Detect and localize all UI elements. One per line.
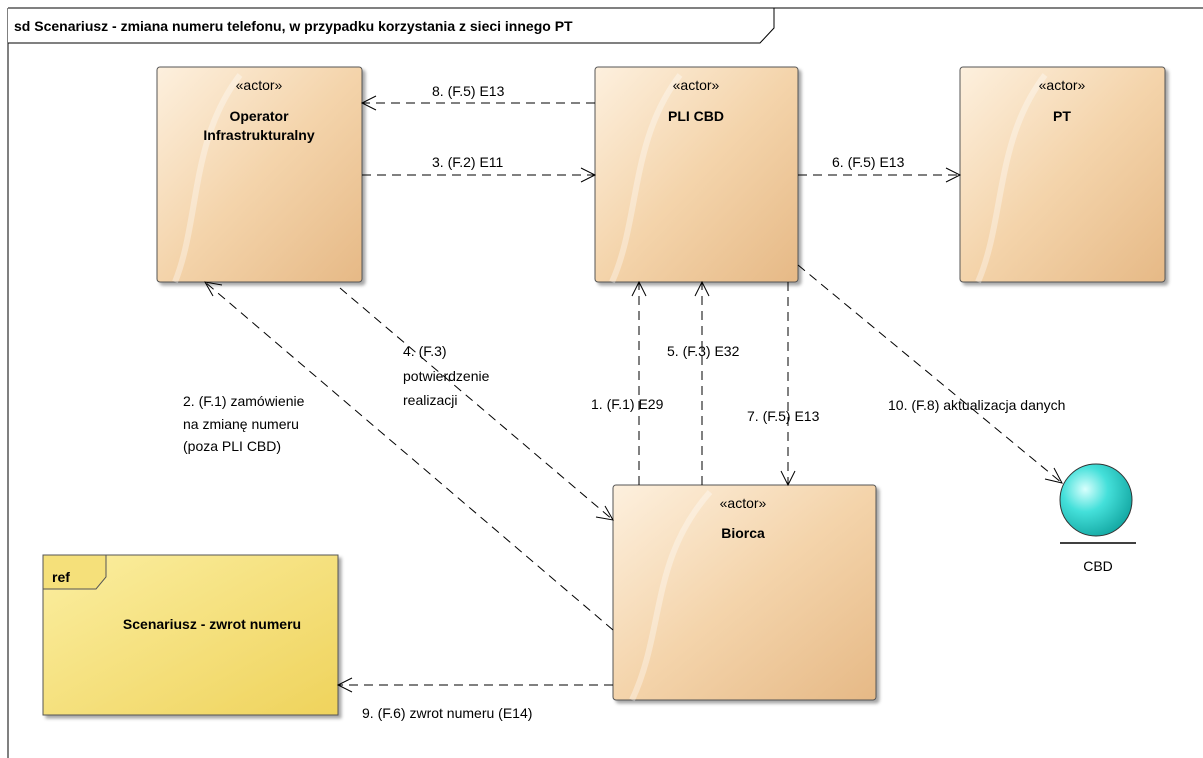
- message-3-arrowhead: [580, 167, 597, 183]
- frame-title-tab: [8, 7, 775, 44]
- message-9-arrowhead: [336, 677, 353, 693]
- message-3-label: 3. (F.2) E11: [432, 154, 504, 170]
- message-4-label-line2: potwierdzenie: [403, 368, 490, 384]
- message-8-label: 8. (F.5) E13: [432, 83, 505, 99]
- ref-tag-box: [42, 554, 107, 590]
- message-7-label: 7. (F.5) E13: [747, 408, 820, 424]
- actor-pli-cbd[interactable]: «actor» PLI CBD: [594, 66, 799, 284]
- ref-fragment-zwrot-numeru[interactable]: ref Scenariusz - zwrot numeru: [42, 554, 339, 716]
- message-10-arrowhead: [1044, 467, 1063, 484]
- actor-name: PT: [1053, 108, 1071, 124]
- actor-stereotype: «actor»: [236, 77, 283, 93]
- actor-name-line2: Infrastrukturalny: [203, 127, 314, 143]
- message-2-label-line1: 2. (F.1) zamówienie: [183, 393, 305, 409]
- message-8-arrowhead: [360, 95, 377, 111]
- ref-name: Scenariusz - zwrot numeru: [123, 616, 301, 632]
- actor-name: Biorca: [721, 525, 765, 541]
- frame-title: sd Scenariusz - zmiana numeru telefonu, …: [14, 18, 573, 34]
- message-10-label: 10. (F.8) aktualizacja danych: [888, 397, 1065, 413]
- message-6-arrowhead: [945, 167, 962, 183]
- cbd-label: CBD: [1083, 558, 1113, 574]
- message-10-line: [797, 264, 1063, 484]
- message-2-label-line3: (poza PLI CBD): [183, 438, 281, 454]
- message-5-arrowhead: [694, 280, 710, 297]
- message-2-arrowhead: [204, 281, 223, 297]
- message-9-label: 9. (F.6) zwrot numeru (E14): [362, 705, 532, 721]
- diagram-frame: sd Scenariusz - zmiana numeru telefonu, …: [7, 7, 1203, 758]
- actor-stereotype: «actor»: [673, 77, 720, 93]
- message-4-line: [339, 287, 614, 521]
- actor-name: PLI CBD: [668, 108, 724, 124]
- ref-tag: ref: [52, 569, 70, 585]
- message-7-arrowhead: [780, 470, 796, 487]
- actor-stereotype: «actor»: [1039, 77, 1086, 93]
- message-4-arrowhead: [595, 505, 614, 521]
- actor-operator-infrastrukturalny[interactable]: «actor» Operator Infrastrukturalny: [156, 66, 363, 284]
- message-4-label-line3: realizacji: [403, 392, 457, 408]
- actor-biorca[interactable]: «actor» Biorca: [612, 484, 877, 702]
- message-1-label: 1. (F.1) E29: [591, 396, 664, 412]
- message-4-label-line1: 4. (F.3): [403, 343, 447, 359]
- cbd-entity[interactable]: CBD: [1059, 463, 1136, 574]
- actor-pt[interactable]: «actor» PT: [959, 66, 1166, 284]
- message-6-label: 6. (F.5) E13: [832, 154, 905, 170]
- actor-name-line1: Operator: [229, 108, 289, 124]
- message-2-label-line2: na zmianę numeru: [183, 416, 299, 432]
- message-1-arrowhead: [631, 280, 647, 297]
- message-5-label: 5. (F.3) E32: [667, 343, 740, 359]
- actor-stereotype: «actor»: [720, 495, 767, 511]
